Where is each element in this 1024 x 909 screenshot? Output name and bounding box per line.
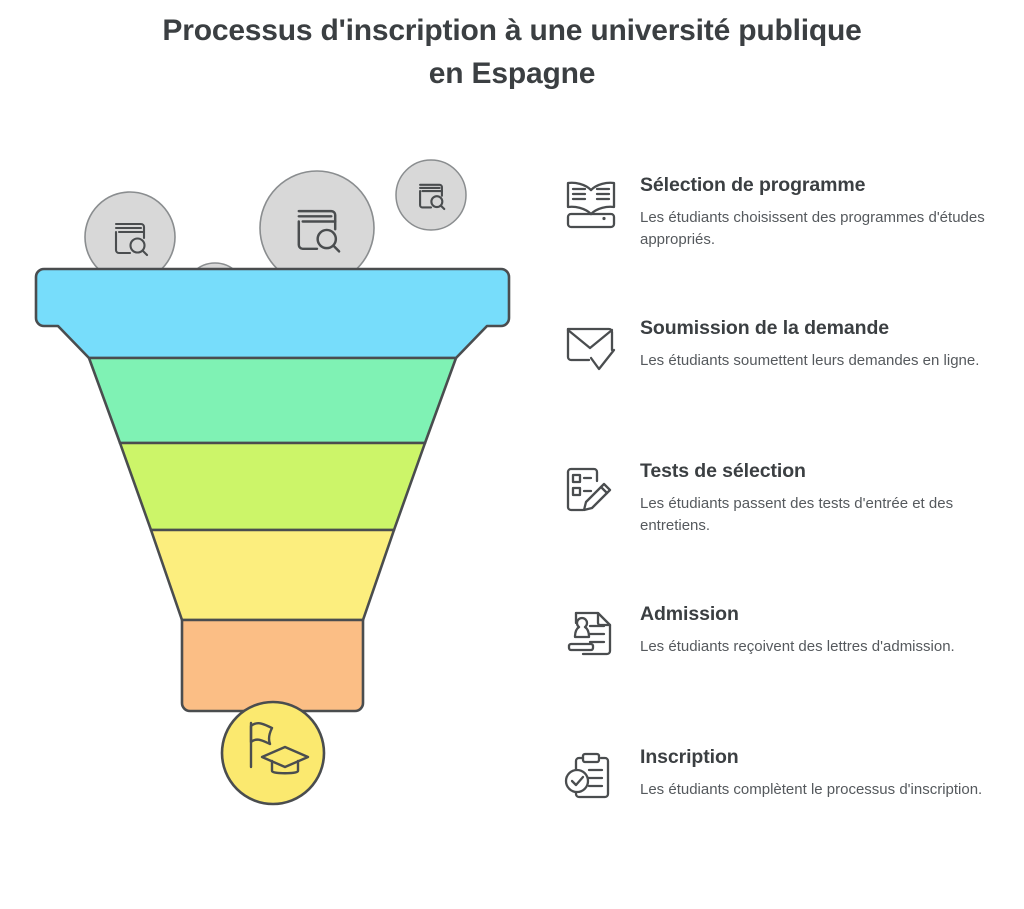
step-item-5[interactable]: Inscription Les étudiants complètent le … (556, 746, 1008, 866)
step-item-1[interactable]: Sélection de programme Les étudiants cho… (556, 174, 1008, 294)
bubble-4 (395, 159, 467, 231)
book-search-icon (419, 183, 446, 211)
step-description: Les étudiants reçoivent des lettres d'ad… (640, 638, 955, 656)
step-title: Inscription (640, 746, 739, 768)
funnel-stage-1[interactable] (34, 267, 511, 360)
document-stamp-icon (560, 605, 622, 663)
step-title: Admission (640, 603, 739, 625)
step-description: Les étudiants complètent le processus d'… (640, 781, 983, 799)
funnel-diagram (0, 120, 545, 820)
funnel-stages (34, 267, 511, 713)
step-item-2[interactable]: Soumission de la demande Les étudiants s… (556, 317, 1008, 437)
page-title-line-1: Processus d'inscription à une université… (162, 14, 862, 47)
book-search-icon (114, 222, 149, 257)
funnel-stage-4[interactable] (149, 528, 396, 622)
step-item-4[interactable]: Admission Les étudiants reçoivent des le… (556, 603, 1008, 723)
step-item-3[interactable]: Tests de sélection Les étudiants passent… (556, 460, 1008, 580)
step-title: Tests de sélection (640, 460, 806, 482)
open-book-icon (560, 176, 622, 234)
step-title: Sélection de programme (640, 174, 866, 196)
step-description: Les étudiants choisissent des programmes… (640, 209, 985, 249)
step-description: Les étudiants soumettent leurs demandes … (640, 352, 980, 370)
funnel-outcome[interactable] (220, 700, 326, 806)
funnel-stage-2[interactable] (87, 356, 458, 445)
funnel-stage-5[interactable] (180, 618, 365, 713)
step-title: Soumission de la demande (640, 317, 889, 339)
page-title-line-2: en Espagne (428, 56, 596, 90)
clipboard-check-icon (560, 748, 622, 806)
bubble-3 (259, 170, 375, 286)
envelope-check-icon (560, 319, 622, 377)
form-pencil-icon (560, 462, 622, 520)
flag-icon (249, 721, 274, 769)
steps-list: Sélection de programme Les étudiants cho… (556, 168, 1008, 866)
book-search-icon (297, 209, 341, 253)
bubble-1 (84, 191, 176, 283)
page-title: Processus d'inscription à une université… (92, 10, 932, 95)
funnel-stage-3[interactable] (118, 441, 427, 532)
graduation-cap-icon (260, 745, 310, 775)
step-description: Les étudiants passent des tests d'entrée… (640, 495, 954, 535)
